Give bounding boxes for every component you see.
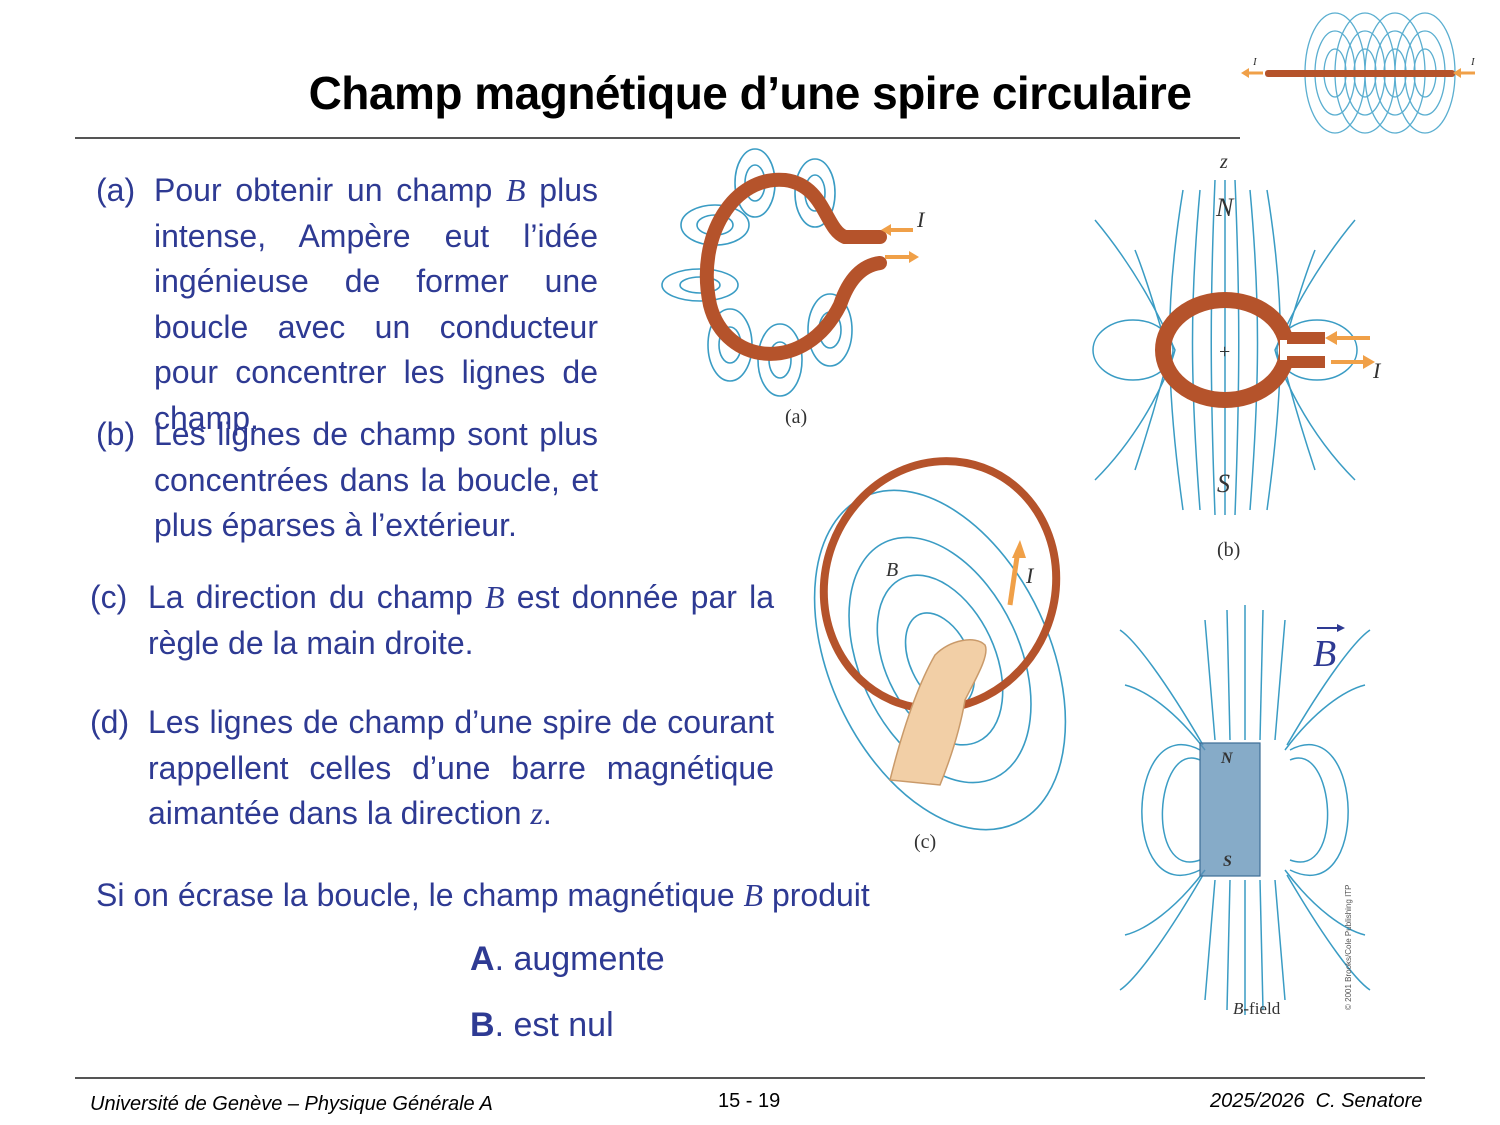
item-c-label: (c) [90,579,128,615]
item-b: (b) Les lignes de champ sont plus concen… [96,412,598,549]
figure-c-right-hand-rule: B I (c) [813,457,1067,853]
fig-c-caption: (c) [914,831,936,853]
figure-straight-wire: I I [1241,12,1476,134]
fig-d-north: N [1220,750,1234,767]
fig-b-caption: (b) [1217,539,1240,561]
footer-author: 2025/2026 C. Senatore [1210,1090,1423,1112]
fig-d-south: S [1223,853,1232,870]
item-d: (d) Les lignes de champ d’une spire de c… [90,700,774,837]
fig-b-axis: z [1219,151,1228,173]
item-b-text: Les lignes de champ sont plus concentrée… [154,416,598,543]
fig-b-south: S [1217,469,1230,498]
item-c-text: La direction du champ B est donnée par l… [148,579,775,661]
fig-b-plus: + [1219,341,1230,363]
footer-page-number: 15 - 19 [718,1090,781,1112]
fig-a-caption: (a) [785,406,807,428]
footer-institution: Université de Genève – Physique Générale… [90,1093,493,1115]
fig-b-current: I [1372,358,1382,383]
item-a: (a) Pour obtenir un champ B plus intense… [96,168,598,441]
figure-b-loop-field: z N + S I (b) [1092,151,1382,561]
item-a-label: (a) [96,172,136,208]
fig-b-north: N [1215,193,1235,222]
fig-c-field: B [886,559,898,581]
option-a[interactable]: A. augmente [470,940,665,978]
figure-a-loop: I (a) [661,148,926,428]
page-title: Champ magnétique d’une spire circulaire [308,67,1192,119]
wire-current-right: I [1470,56,1476,68]
fig-c-current: I [1025,563,1035,588]
figure-d-bar-magnet: N S B B-field © 2001 Brooks/Cole Publish… [1119,605,1371,1018]
item-a-text: Pour obtenir un champ B plus intense, Am… [154,172,598,436]
question-text: Si on écrase la boucle, le champ magnéti… [96,877,870,913]
fig-a-current: I [916,207,926,232]
footer-divider [75,1077,1425,1079]
item-d-label: (d) [90,704,130,740]
item-c: (c) La direction du champ B est donnée p… [90,575,774,666]
fig-d-vector-label: B [1313,633,1336,675]
item-d-text: Les lignes de champ d’une spire de coura… [148,704,774,831]
fig-d-caption: B-field [1233,999,1281,1018]
item-b-label: (b) [96,416,136,452]
option-b[interactable]: B. est nul [470,1006,614,1044]
fig-d-copyright: © 2001 Brooks/Cole Publishing ITP [1344,884,1353,1010]
wire-current-left: I [1252,56,1258,68]
title-divider [75,137,1240,139]
